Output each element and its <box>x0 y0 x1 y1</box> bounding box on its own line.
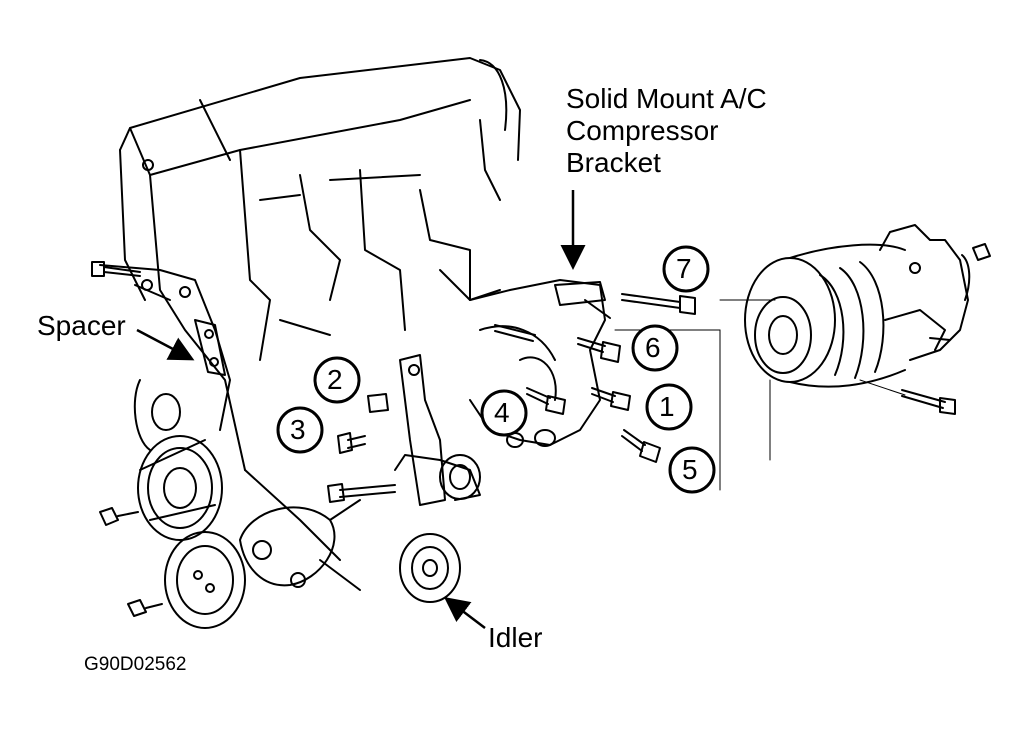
bracket-label-line-3: Bracket <box>566 147 661 178</box>
spacer-arrow <box>136 328 195 361</box>
ac-bracket <box>469 279 611 448</box>
idler-label: Idler <box>488 622 543 653</box>
compressor-bolts <box>901 243 991 415</box>
bolt-number-4: 4 <box>494 397 510 428</box>
idler-arrow <box>444 596 486 629</box>
idler-pulley <box>399 533 461 603</box>
bolt-number-5: 5 <box>682 454 698 485</box>
spacer-label: Spacer <box>37 310 126 341</box>
crank-bolts <box>99 507 163 617</box>
upper-bolt <box>91 261 141 277</box>
figure-code: G90D02562 <box>84 654 187 675</box>
spacer-part <box>194 319 226 376</box>
water-pump <box>239 499 361 591</box>
bolt-number-6: 6 <box>645 332 661 363</box>
tensioner-arm <box>394 354 481 506</box>
bracket-bolts <box>327 293 696 503</box>
bolt-number-2: 2 <box>327 364 343 395</box>
bolt-number-3: 3 <box>290 414 306 445</box>
bracket-label-line-2: Compressor <box>566 115 719 146</box>
lower-pulley <box>164 531 246 629</box>
engine-block <box>119 57 521 561</box>
belt-cover <box>99 264 231 431</box>
bolt-callout-circles <box>276 245 716 494</box>
ac-compressor <box>744 224 971 388</box>
bolt-number-7: 7 <box>676 253 692 284</box>
bolt-number-1: 1 <box>659 391 675 422</box>
crank-pulley <box>133 379 223 541</box>
bracket-label-line-1: Solid Mount A/C <box>566 83 767 114</box>
